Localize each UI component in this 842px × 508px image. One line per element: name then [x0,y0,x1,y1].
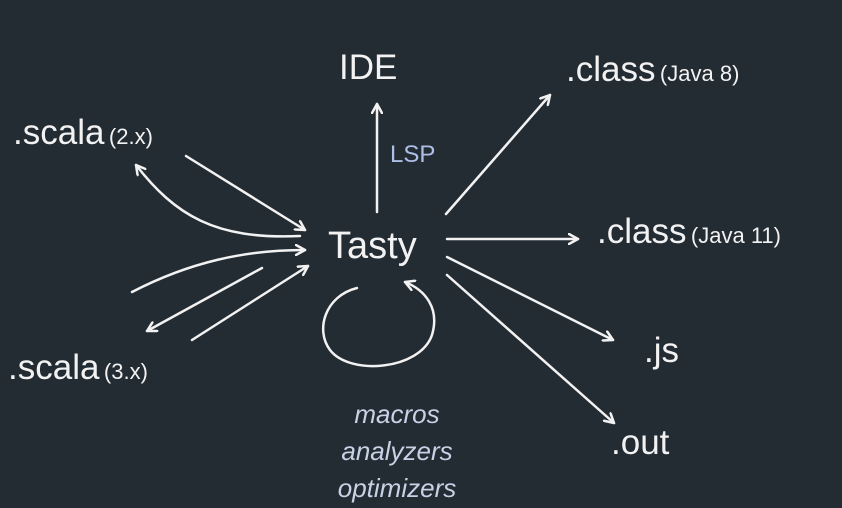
arrow-scala3-to-tasty [190,264,310,342]
scala2-version: (2.x) [108,124,153,149]
arrow-tasty-self-loop [321,282,436,368]
ide-label: IDE [339,48,398,87]
class11-version: (Java 11) [690,223,781,248]
caption-line-analyzers: analyzers [341,436,453,466]
node-js: .js [644,331,679,370]
node-ide: IDE [339,50,397,85]
node-scala-2x: .scala (2.x) [13,115,153,150]
lsp-label: LSP [390,141,436,168]
class8-version: (Java 8) [659,61,740,86]
arrow-scala3-to-tasty-curved [130,250,307,294]
class11-name: .class [597,212,687,251]
arrow-tasty-to-js [445,255,615,340]
class8-name: .class [566,50,656,89]
arrow-tasty-to-scala2 [134,163,302,238]
scala3-name: .scala [8,348,100,387]
node-class-java8: .class (Java 8) [566,52,739,87]
arrow-tasty-to-class8 [444,93,552,216]
node-scala-3x: .scala (3.x) [8,350,148,385]
caption-line-optimizers: optimizers [337,473,457,503]
node-class-java11: .class (Java 11) [597,214,781,249]
arrow-tasty-to-scala3 [145,266,264,331]
node-tasty: Tasty [328,225,417,267]
arrow-scala2-to-tasty [184,154,307,232]
caption-line-macros: macros [354,399,440,429]
tasty-loop-caption: macros analyzers optimizers [312,396,482,507]
arrow-tasty-to-out [445,273,616,425]
scala3-version: (3.x) [103,359,148,384]
scala2-name: .scala [13,113,105,152]
node-out: .out [611,423,670,462]
